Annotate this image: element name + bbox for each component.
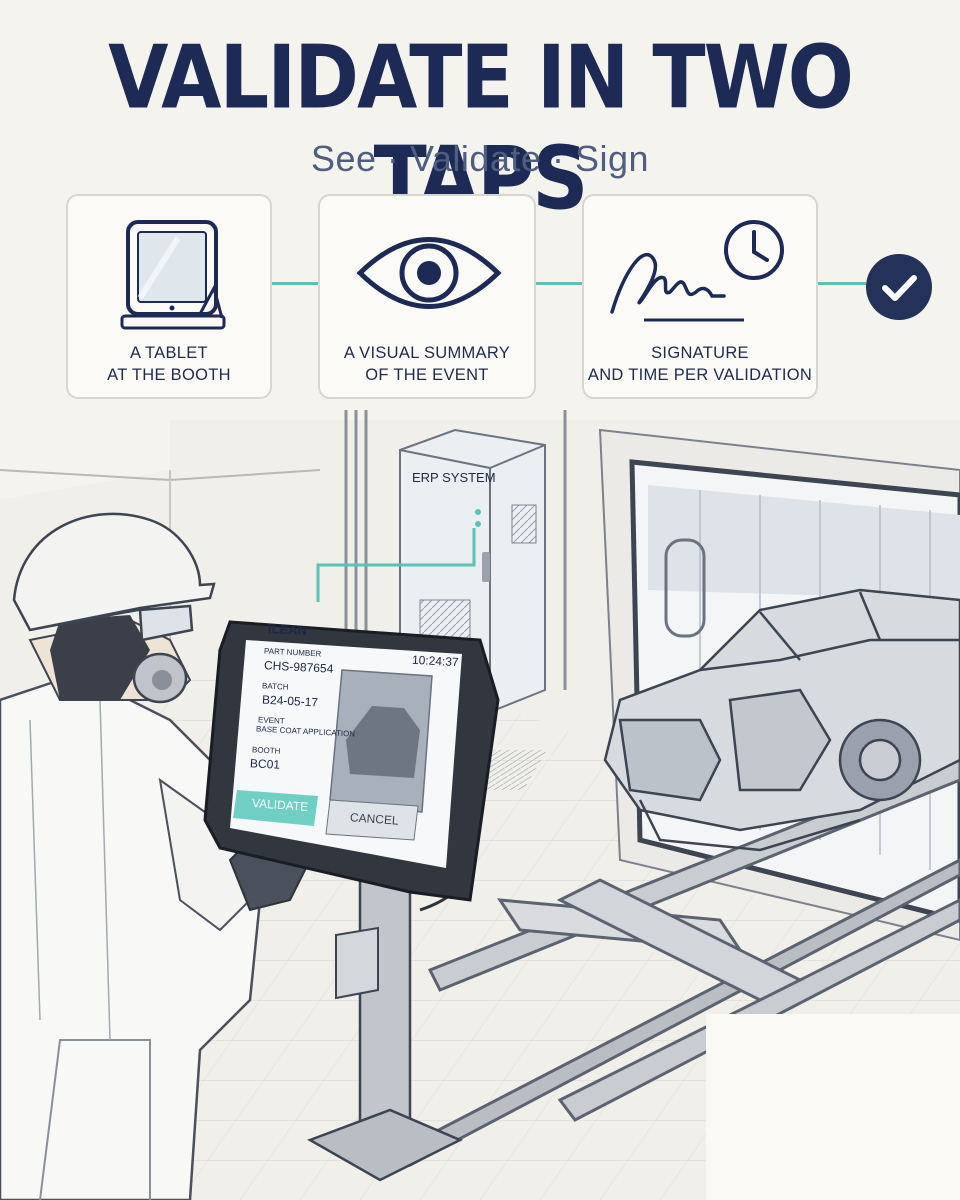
booth-label: BOOTH: [251, 745, 281, 756]
tablet-stand: [307, 839, 474, 1182]
batch-label: BATCH: [261, 681, 289, 692]
connector-line: [536, 282, 582, 285]
data-cable: [316, 528, 476, 602]
booth-value: BC01: [249, 756, 281, 772]
step-label-line2: OF THE EVENT: [365, 366, 489, 384]
erp-label: ERP SYSTEM: [412, 470, 496, 485]
page-title: VALIDATE IN TWO TAPS: [108, 28, 854, 230]
blank-panel: [706, 1014, 960, 1200]
eye-icon: [356, 237, 502, 309]
page-subtitle: See · Validate · Sign: [310, 138, 649, 179]
step-label-line1: A VISUAL SUMMARY: [343, 344, 511, 362]
pipes: [344, 410, 567, 690]
step-label-line1: A TABLET: [130, 344, 208, 362]
tablet-time: 10:24:37: [411, 652, 460, 670]
step-label-line2: AT THE BOOTH: [107, 366, 231, 384]
validate-button-bg: [233, 790, 318, 826]
step-label-line1: SIGNATURE: [651, 344, 749, 362]
completion-badge: [866, 254, 932, 320]
tablet-brand: iLEAN: [267, 620, 308, 639]
step-label-line2: AND TIME PER VALIDATION: [587, 366, 813, 384]
car-body-icon: [603, 588, 960, 852]
step-card-tablet: A TABLET AT THE BOOTH: [66, 194, 272, 399]
connector-line: [818, 282, 866, 285]
batch-value: B24-05-17: [261, 692, 319, 710]
tablet-device: [203, 620, 500, 902]
step-card-signature: SIGNATURE AND TIME PER VALIDATION: [582, 194, 818, 399]
checkmark-icon: [882, 275, 917, 301]
tablet-icon: [120, 220, 226, 330]
connector-line: [272, 282, 318, 285]
signature-clock-icon: [610, 220, 784, 322]
step-card-summary: A VISUAL SUMMARY OF THE EVENT: [318, 194, 536, 399]
